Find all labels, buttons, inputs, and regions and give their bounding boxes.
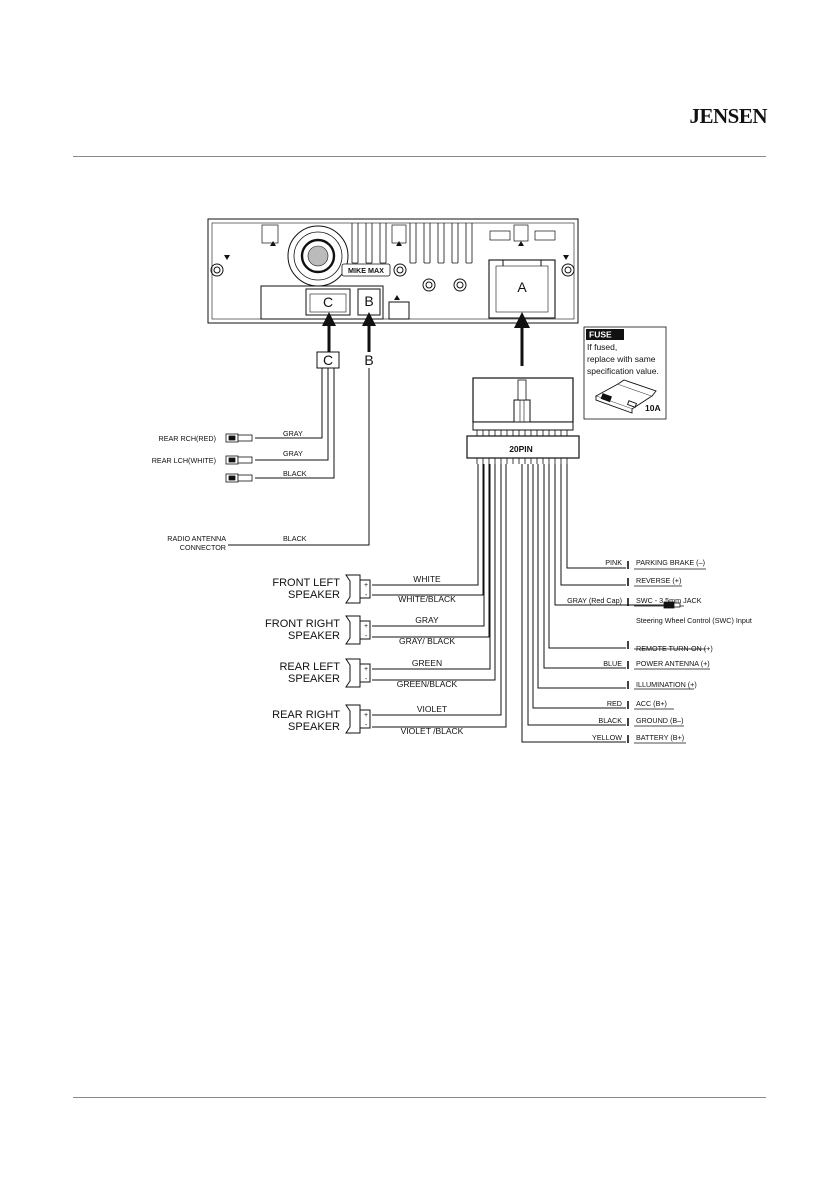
- svg-text:-: -: [365, 592, 368, 599]
- speaker-1-name-1: FRONT LEFT: [272, 577, 340, 589]
- fuse-title: FUSE: [589, 330, 612, 340]
- speaker-4-name-2: SPEAKER: [288, 721, 340, 733]
- plug-c: C: [316, 351, 340, 369]
- svg-text:-: -: [365, 676, 368, 683]
- speaker-4-minus-wire: VIOLET /BLACK: [401, 726, 464, 736]
- speaker-3-minus-wire: GREEN/BLACK: [397, 679, 458, 689]
- rca-plugs: [225, 433, 253, 483]
- fuse-icon: [594, 379, 657, 414]
- speaker-1-minus-wire: WHITE/BLACK: [398, 594, 456, 604]
- fuse-box: [583, 326, 667, 420]
- svg-text:+: +: [364, 582, 368, 589]
- power-3-note: Steering Wheel Control (SWC) Input: [636, 616, 752, 625]
- harness-pin-label: 20PIN: [509, 444, 533, 454]
- socket-a-label: A: [517, 279, 527, 295]
- speaker-3-name-2: SPEAKER: [288, 673, 340, 685]
- rca-wire-3: BLACK: [283, 469, 307, 478]
- speaker-1-plus-wire: WHITE: [413, 574, 441, 584]
- power-1-function: PARKING BRAKE (–): [636, 558, 705, 567]
- power-8-function: GROUND (B–): [636, 716, 684, 725]
- speaker-2-minus-wire: GRAY/ BLACK: [399, 636, 455, 646]
- header-rule: [73, 156, 766, 157]
- antenna-wire: BLACK: [283, 534, 307, 543]
- power-1-color: PINK: [605, 558, 622, 567]
- insertion-arrows: [322, 312, 530, 366]
- speaker-3-plus-wire: GREEN: [412, 658, 442, 668]
- socket-c-label: C: [323, 294, 333, 310]
- speaker-1-name-2: SPEAKER: [288, 589, 340, 601]
- svg-text:+: +: [364, 623, 368, 630]
- svg-text:-: -: [365, 633, 368, 640]
- speaker-2-name-2: SPEAKER: [288, 630, 340, 642]
- power-9-function: BATTERY (B+): [636, 733, 684, 742]
- rca-wire-2: GRAY: [283, 449, 303, 458]
- power-3-color: GRAY (Red Cap): [567, 596, 622, 605]
- swc-jack-icon: [663, 601, 681, 609]
- power-wires: [521, 464, 664, 743]
- speaker-3-name-1: REAR LEFT: [279, 661, 340, 673]
- knob-badge-label: MIKE MAX: [348, 266, 384, 275]
- svg-text:-: -: [365, 722, 368, 729]
- connector-a-socket: [488, 259, 556, 319]
- power-4-function: REMOTE TURN-ON (+): [636, 644, 713, 653]
- power-9-color: YELLOW: [592, 733, 622, 742]
- power-2-function: REVERSE (+): [636, 576, 681, 585]
- speaker-2-name-1: FRONT RIGHT: [265, 618, 340, 630]
- power-3-function: SWC - 3.5mm JACK: [636, 596, 702, 605]
- fuse-rating: 10A: [645, 403, 661, 413]
- speaker-wires: [372, 464, 507, 728]
- power-5-function: POWER ANTENNA (+): [636, 659, 710, 668]
- speaker-4-plus-wire: VIOLET: [417, 704, 447, 714]
- rca-cables: [228, 368, 370, 546]
- socket-b-label: B: [364, 293, 373, 309]
- heatsink-fins: [351, 223, 473, 264]
- harness-plug: [466, 377, 580, 464]
- plug-c-label: C: [323, 352, 333, 368]
- connector-c-socket: [305, 288, 351, 316]
- svg-text:+: +: [364, 712, 368, 719]
- footer-rule: [73, 1097, 766, 1098]
- antenna-name-1: RADIO ANTENNA: [167, 534, 226, 543]
- power-8-color: BLACK: [598, 716, 622, 725]
- fuse-line-3: specification value.: [587, 366, 659, 376]
- svg-text:+: +: [364, 666, 368, 673]
- speaker-4-name-1: REAR RIGHT: [272, 709, 340, 721]
- speaker-polarity-marks: + - + - + - + -: [364, 582, 368, 729]
- brand-logo: JENSEN: [689, 104, 767, 128]
- speaker-2-plus-wire: GRAY: [415, 615, 439, 625]
- speaker-icons: [345, 574, 371, 734]
- head-unit-rear: [207, 218, 579, 324]
- fuse-line-1: If fused,: [587, 342, 617, 352]
- power-6-function: ILLUMINATION (+): [636, 680, 697, 689]
- power-7-color: RED: [607, 699, 622, 708]
- plug-b-label: B: [364, 352, 373, 368]
- fuse-line-2: replace with same: [587, 354, 656, 364]
- rca-name-1: REAR RCH(RED): [159, 434, 217, 443]
- power-5-color: BLUE: [603, 659, 622, 668]
- rca-name-2: REAR LCH(WHITE): [152, 456, 216, 465]
- rca-wire-1: GRAY: [283, 429, 303, 438]
- power-7-function: ACC (B+): [636, 699, 667, 708]
- antenna-name-2: CONNECTOR: [180, 543, 226, 552]
